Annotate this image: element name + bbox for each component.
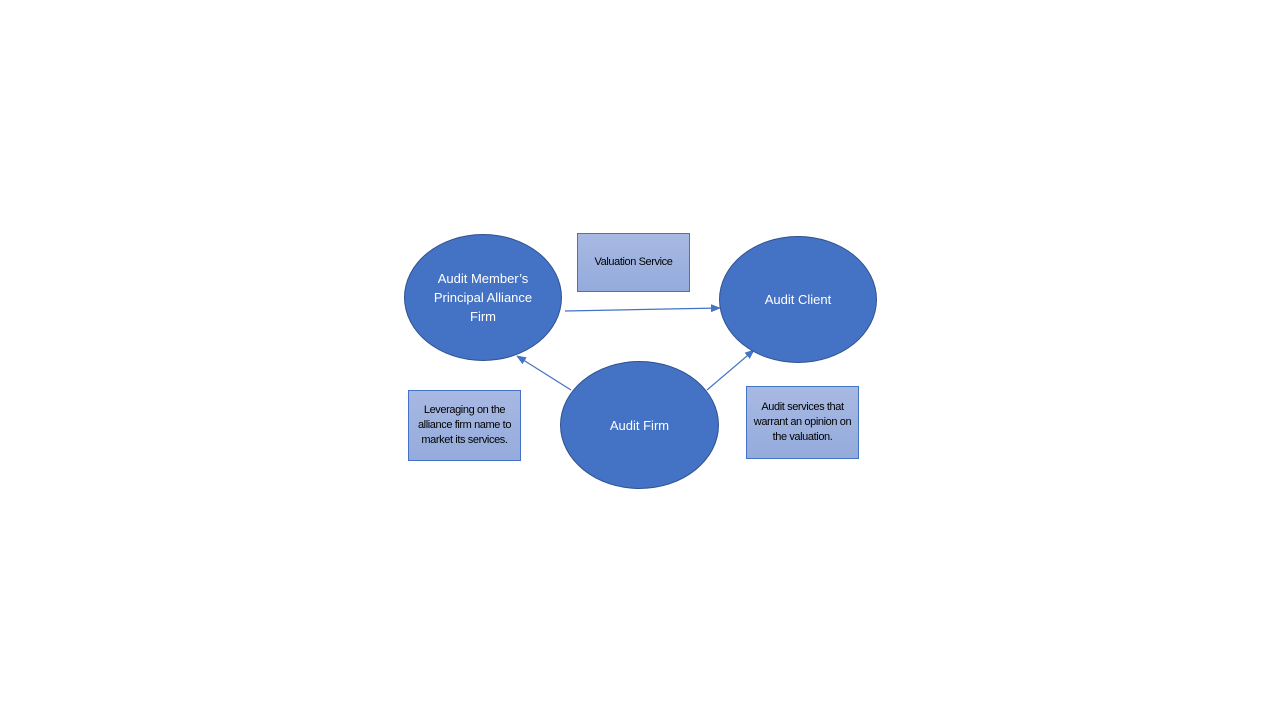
note-valuation-service: Valuation Service — [577, 233, 690, 292]
arrow-firm-to-client — [706, 349, 755, 391]
note-valuation-service-text: Valuation Service — [594, 256, 673, 268]
node-audit-firm-label: Audit Firm — [609, 417, 670, 433]
note-audit-services: Audit services that warrant an opinion o… — [746, 386, 859, 459]
note-leverage-text: Leveraging on the alliance firm name to … — [417, 404, 512, 446]
node-alliance-firm-label: Audit Member’s Principal Alliance Firm — [433, 271, 533, 324]
node-alliance-firm: Audit Member’s Principal Alliance Firm — [404, 234, 562, 361]
node-audit-client: Audit Client — [719, 236, 877, 363]
arrow-alliance-to-client — [564, 304, 721, 313]
node-audit-client-label: Audit Client — [764, 292, 832, 307]
note-leverage: Leveraging on the alliance firm name to … — [408, 390, 521, 461]
node-audit-firm: Audit Firm — [560, 361, 719, 489]
note-audit-services-text: Audit services that warrant an opinion o… — [753, 401, 852, 443]
arrow-firm-to-alliance — [516, 355, 572, 391]
